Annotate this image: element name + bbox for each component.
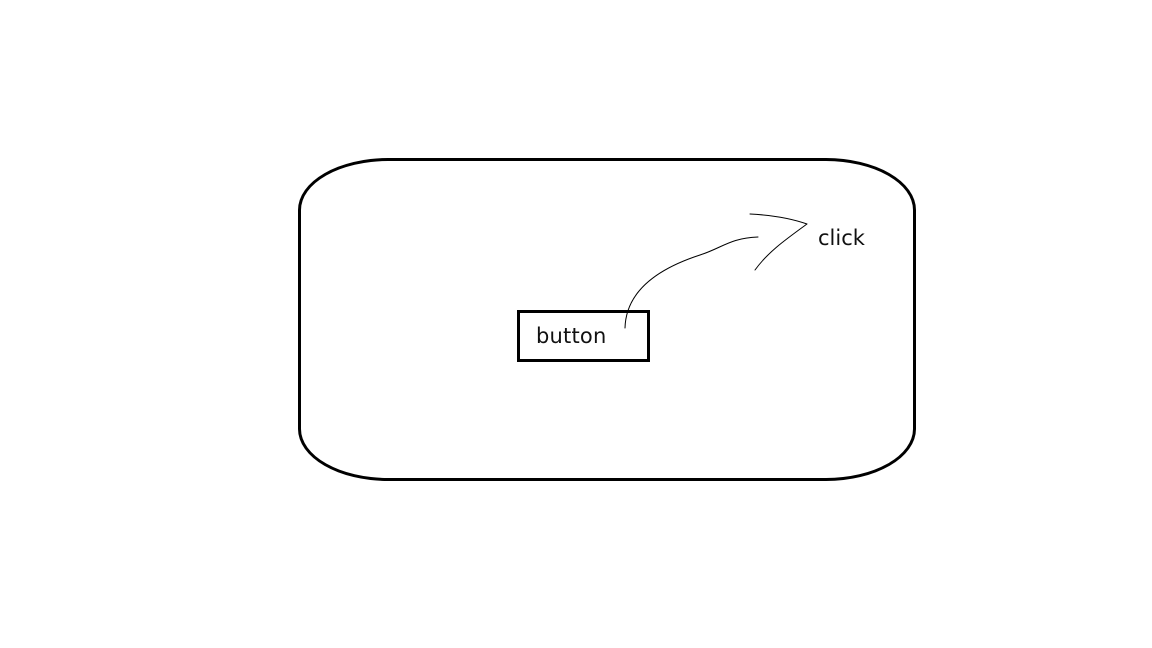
click-annotation: click bbox=[818, 226, 865, 250]
sketch-button[interactable]: button bbox=[517, 310, 650, 362]
button-label: button bbox=[536, 324, 607, 348]
